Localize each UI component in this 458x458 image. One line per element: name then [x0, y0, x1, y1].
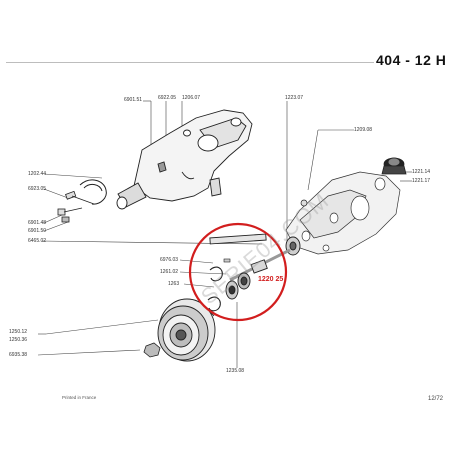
circlips	[207, 266, 223, 312]
highlighted-part-label: 1220 25	[258, 276, 284, 283]
leader-1250-b	[45, 319, 159, 335]
page-header: 404 - 12 H	[376, 52, 447, 68]
code-6922-05: 6922.05	[158, 95, 177, 101]
leader-1209-08-b	[307, 129, 319, 191]
code-1263: 1263	[168, 281, 180, 287]
code-6901-51: 6901.51	[124, 97, 143, 103]
leader-1261-02	[179, 271, 227, 275]
code-1250-36: 1250.36	[9, 337, 28, 343]
small-nut-1209	[300, 199, 308, 207]
pump-body	[285, 171, 401, 255]
code-1209-08: 1209.08	[354, 127, 373, 133]
shaft-assembly	[209, 233, 301, 300]
leader-6923-05	[43, 188, 69, 199]
bolt-group-left	[57, 190, 95, 223]
code-1221-17: 1221.17	[412, 178, 431, 184]
code-1250-12: 1250.12	[9, 329, 28, 335]
small-key	[223, 258, 231, 263]
printed-note: Printed in France	[62, 395, 97, 400]
leader-6465-02	[41, 240, 263, 245]
page-number: 12/72	[428, 396, 444, 402]
pulley-nut	[143, 342, 161, 358]
thermostat-housing-group	[116, 109, 253, 210]
code-1235-08: 1235.08	[226, 368, 245, 374]
hose-clip	[79, 179, 107, 205]
leader-6976-03	[179, 259, 214, 264]
leader-6935-38	[37, 349, 141, 356]
code-6901-48: 6901.48	[28, 220, 47, 226]
leader-1202-44	[43, 173, 103, 179]
code-1202-44: 1202.44	[28, 171, 47, 177]
header-rule	[6, 62, 374, 63]
code-1206-07: 1206.07	[182, 95, 201, 101]
code-1223-07: 1223.07	[285, 95, 304, 101]
pulley	[157, 298, 216, 362]
leader-6901-50	[43, 221, 69, 232]
impeller	[381, 157, 407, 175]
code-1221-14: 1221.14	[412, 169, 431, 175]
code-6923-05: 6923.05	[28, 186, 47, 192]
leader-6901-48	[43, 214, 63, 224]
code-6935-38: 6935.38	[9, 352, 28, 358]
code-6901-50: 6901.50	[28, 228, 47, 234]
code-6465-02: 6465.02	[28, 238, 47, 244]
leader-1263	[183, 283, 215, 288]
highlight-circle	[188, 222, 288, 322]
code-6976-03: 6976.03	[160, 257, 179, 263]
code-1261-02: 1261.02	[160, 269, 179, 275]
